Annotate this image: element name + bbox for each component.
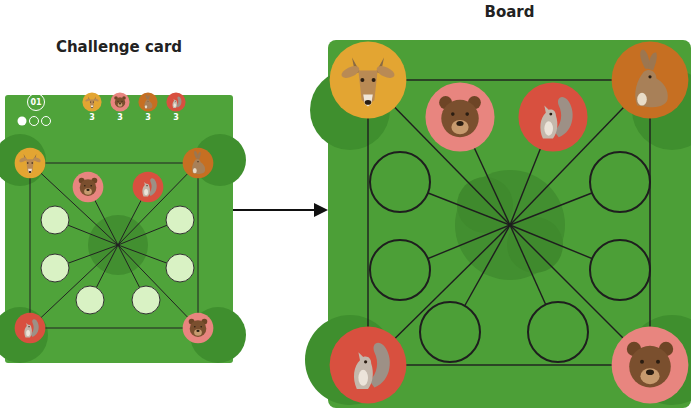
game-board: Board <box>328 0 691 408</box>
animal-count: 3 <box>117 113 123 122</box>
flow-arrow <box>233 203 328 217</box>
card-number: 01 <box>30 98 41 107</box>
card-number-badge: 01 <box>27 93 45 111</box>
arrow-line <box>233 209 316 211</box>
board-graphic <box>305 40 691 408</box>
animal-count: 3 <box>173 113 179 122</box>
animal-count: 3 <box>145 113 151 122</box>
panel-heading: Challenge card <box>5 38 233 56</box>
challenge-card: Challenge card 01 <box>5 30 233 363</box>
arrow-head <box>314 203 328 217</box>
animal-count: 3 <box>89 113 95 122</box>
challenge-card-graphic <box>0 92 246 363</box>
panel-heading: Board <box>328 3 691 21</box>
